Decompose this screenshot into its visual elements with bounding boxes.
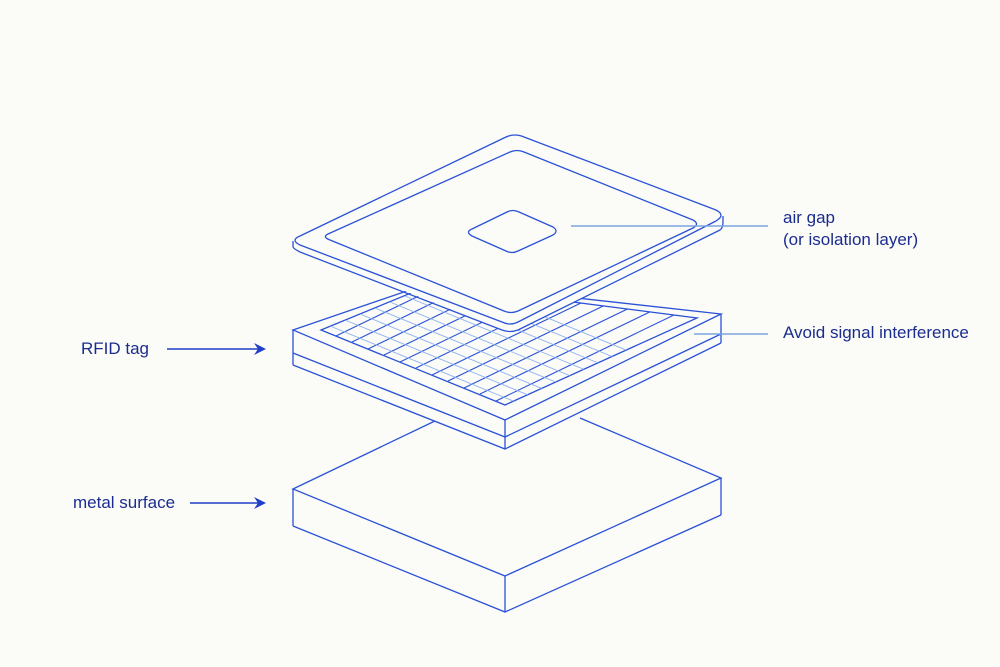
leader-lines [571, 225, 768, 335]
air-gap-label-line2: (or isolation layer) [783, 230, 919, 249]
pointer-arrows [167, 343, 266, 509]
interference-label: Avoid signal interference [783, 322, 969, 344]
air-gap-plate [292, 134, 724, 333]
air-gap-label: air gap (or isolation layer) [783, 207, 918, 251]
metal-surface-block [291, 417, 723, 613]
metal-surface-label-text: metal surface [73, 493, 176, 512]
metal-surface-label: metal surface [73, 492, 175, 514]
rfid-tag-layer [291, 281, 724, 450]
interference-label-text: Avoid signal interference [783, 323, 969, 342]
rfid-tag-label: RFID tag [81, 338, 149, 360]
air-gap-label-line1: air gap [783, 208, 835, 227]
rfid-tag-label-text: RFID tag [81, 339, 150, 358]
